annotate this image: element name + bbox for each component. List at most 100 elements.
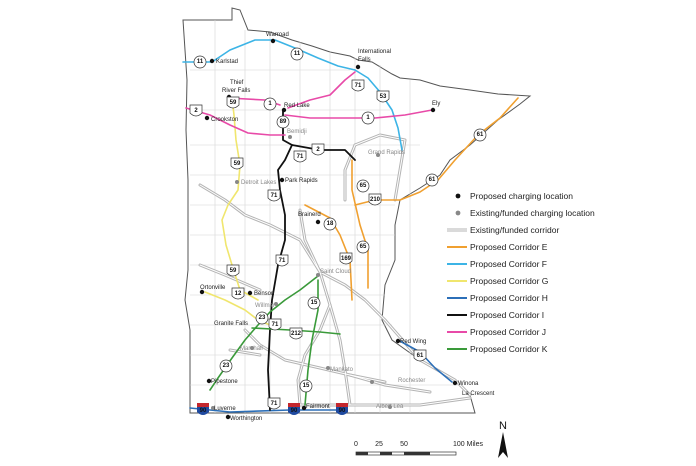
city-label-winona: Winona: [458, 381, 479, 387]
highway-shield-90: 90: [197, 403, 209, 415]
corridor-j-path: [284, 109, 433, 119]
city-label-saint-cloud: Saint Cloud: [320, 269, 351, 275]
highway-shield-90: 90: [288, 403, 300, 415]
north-arrow: N: [498, 420, 508, 458]
highway-shield-2: 2: [189, 104, 203, 117]
highway-shield-label: 65: [360, 183, 367, 189]
city-label-pipestone: Pipestone: [211, 379, 238, 385]
highway-shield-label: 1: [268, 101, 272, 107]
highway-shield-label: 71: [272, 322, 279, 328]
city-label-luverne: Luverne: [214, 406, 236, 412]
city-label-bemidji: Bemidji: [287, 129, 307, 135]
highway-shield-label: 210: [370, 197, 381, 203]
highway-shield-2: 2: [311, 143, 325, 156]
legend-existing-corridor-label: Existing/funded corridor: [470, 225, 559, 235]
city-label-ortonville: Ortonville: [200, 285, 226, 291]
scale-bar-segment: [380, 452, 392, 455]
city-label-grand-rapids: Grand Rapids: [368, 150, 405, 156]
proposed-location-dot: [247, 290, 253, 296]
highway-shield-label: 11: [197, 59, 204, 65]
corridor-h-path: [397, 339, 453, 383]
city-label-albert-lea: Albert Lea: [376, 404, 404, 410]
city-label-brainerd: Brainerd: [298, 212, 321, 218]
city-label-worthington: Worthington: [230, 416, 262, 422]
legend-existing-location-dot: [455, 210, 461, 216]
highway-shield-59: 59: [230, 157, 244, 170]
highway-shield-label: 2: [194, 108, 198, 114]
highway-shield-212: 212: [289, 327, 303, 340]
highway-shield-59: 59: [226, 96, 240, 109]
city-label-ely: Ely: [432, 101, 440, 107]
city-label-la-crescent: La Crescent: [462, 391, 495, 397]
proposed-location-dot: [315, 219, 321, 225]
legend: Proposed charging location Existing/fund…: [447, 191, 595, 354]
highway-shield-label: 11: [294, 51, 301, 57]
highway-shield-1: 1: [263, 97, 277, 111]
proposed-location-dot: [204, 115, 210, 121]
proposed-location-dot: [395, 338, 401, 344]
highway-shield-71: 71: [267, 397, 281, 410]
city-label-benson: Benson: [254, 291, 274, 297]
highway-shield-label: 15: [311, 300, 318, 306]
proposed-location-dot: [279, 177, 285, 183]
corridor-h: [189, 339, 453, 413]
city-label-red-lake: Red Lake: [284, 103, 310, 109]
legend-corridor-k-label: Proposed Corridor K: [470, 344, 548, 354]
city-label-international-falls: Falls: [358, 57, 371, 63]
existing-location-dot: [288, 135, 292, 139]
city-label-mankato: Mankato: [330, 367, 354, 373]
highway-shield-label: 61: [477, 132, 484, 138]
city-label-rochester: Rochester: [398, 378, 425, 384]
proposed-charging-locations: [199, 38, 458, 420]
highway-shield-11: 11: [290, 47, 304, 61]
proposed-location-dot: [355, 64, 361, 70]
highway-shield-59: 59: [226, 264, 240, 277]
highway-shield-71: 71: [351, 79, 365, 92]
highway-shield-label: 59: [230, 100, 237, 106]
city-label-karlstad: Karlstad: [216, 59, 238, 65]
highway-shield-210: 210: [368, 193, 382, 206]
proposed-location-dot: [452, 380, 458, 386]
legend-corridor-h-label: Proposed Corridor H: [470, 293, 548, 303]
proposed-location-dot: [301, 405, 307, 411]
city-label-marshall: Marshall: [240, 346, 263, 352]
highway-shield-label: 90: [291, 408, 298, 414]
corridor-j-path: [287, 71, 356, 109]
scale-label-25: 25: [375, 441, 383, 448]
city-label-thief-river-falls: Thief: [230, 80, 244, 86]
existing-location-dot: [376, 153, 380, 157]
highway-shield-65: 65: [356, 240, 370, 254]
corridor-i-path: [267, 144, 293, 411]
legend-proposed-location-dot: [455, 193, 461, 199]
highway-shield-label: 15: [303, 383, 310, 389]
city-label-park-rapids: Park Rapids: [285, 178, 318, 184]
legend-corridor-i-label: Proposed Corridor I: [470, 310, 544, 320]
city-label-crookston: Crookston: [211, 117, 238, 123]
proposed-location-dot: [206, 378, 212, 384]
highway-shield-71: 71: [293, 150, 307, 163]
highway-shield-label: 1: [366, 115, 370, 121]
existing-location-dot: [326, 366, 330, 370]
scale-label-100: 100 Miles: [453, 441, 483, 448]
city-label-detroit-lakes: Detroit Lakes: [241, 180, 276, 186]
highway-shield-61: 61: [473, 128, 487, 142]
highway-shield-15: 15: [299, 379, 313, 393]
highway-shield-label: 90: [200, 408, 207, 414]
highway-shield-1: 1: [361, 111, 375, 125]
legend-corridor-j-label: Proposed Corridor J: [470, 327, 546, 337]
highway-shield-label: 169: [341, 256, 352, 262]
city-label-warroad: Warroad: [266, 32, 289, 38]
city-label-red-wing: Red Wing: [400, 339, 426, 345]
highway-shield-label: 61: [417, 353, 424, 359]
legend-corridor-f-label: Proposed Corridor F: [470, 259, 547, 269]
highway-shield-label: 2: [316, 147, 320, 153]
highway-shield-169: 169: [339, 252, 353, 265]
highway-shield-label: 71: [279, 258, 286, 264]
proposed-location-dot: [430, 107, 436, 113]
highway-shield-label: 71: [297, 154, 304, 160]
north-arrow-icon: [498, 432, 508, 458]
proposed-location-dot: [281, 107, 287, 113]
city-label-thief-river-falls: River Falls: [222, 88, 250, 94]
corridor-e-path: [304, 204, 353, 301]
highway-shield-label: 23: [259, 315, 266, 321]
